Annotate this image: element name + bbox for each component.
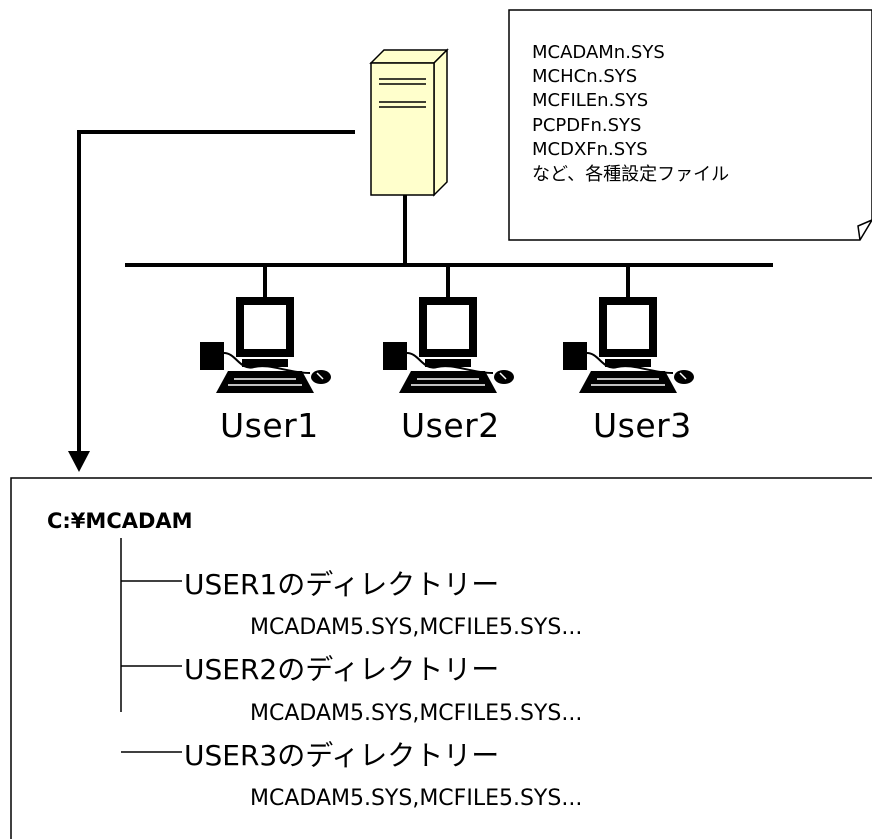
note-line: MCFILEn.SYS [532,90,649,111]
note-line: MCHCn.SYS [532,66,638,87]
client-label-user3: User3 [593,406,692,445]
client-label-user2: User2 [401,406,500,445]
desktop-computer-icon [383,297,514,393]
directory-root-label: C:¥MCADAM [47,509,193,533]
directory-files-user3: MCADAM5.SYS,MCFILE5.SYS... [250,786,583,811]
arrowhead-icon [68,451,90,472]
desktop-computer-icon [563,297,694,393]
directory-entry-user2: USER2のディレクトリー [184,653,500,686]
desktop-computer-icon [200,297,331,393]
link-to-directory [77,130,355,455]
note-callout-box [508,9,872,241]
note-line: PCPDFn.SYS [532,115,642,136]
note-line: など、各種設定ファイル [532,164,730,185]
directory-entry-user3: USER3のディレクトリー [184,739,500,772]
server-tower-icon [369,48,449,197]
client-label-user1: User1 [220,406,319,445]
directory-box [10,477,872,839]
directory-files-user2: MCADAM5.SYS,MCFILE5.SYS... [250,701,583,726]
directory-files-user1: MCADAM5.SYS,MCFILE5.SYS... [250,615,583,640]
directory-entry-user1: USER1のディレクトリー [184,568,500,601]
note-callout-fold [857,219,872,241]
note-line: MCADAMn.SYS [532,42,665,63]
note-line: MCDXFn.SYS [532,139,648,160]
